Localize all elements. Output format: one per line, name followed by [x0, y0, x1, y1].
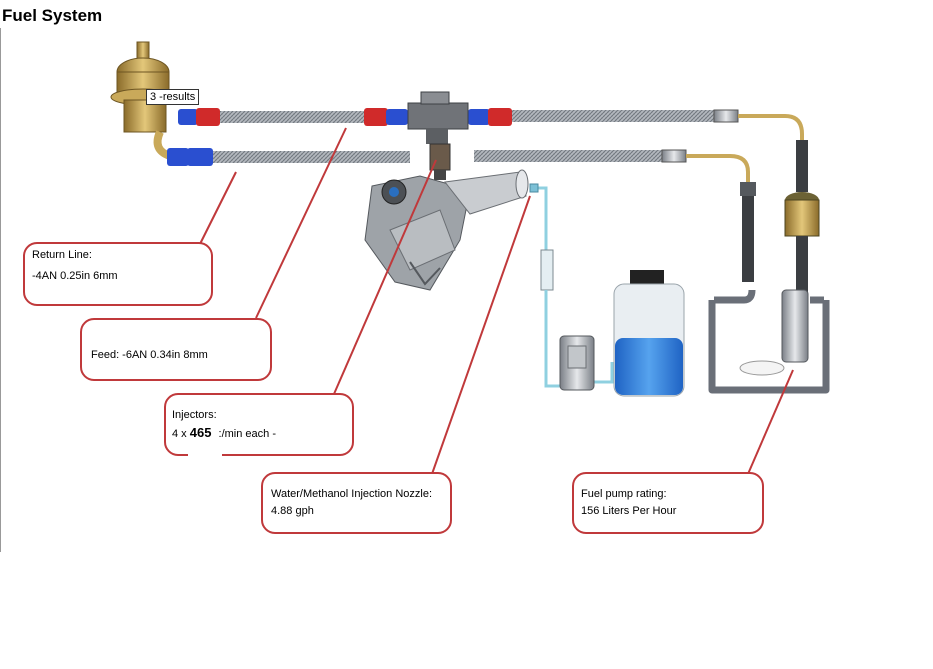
feed-hose: [178, 108, 804, 140]
leader-return-line: [199, 171, 237, 245]
water-meth-value: 4.88 gph: [271, 505, 314, 517]
results-tooltip: 3 -results: [146, 89, 200, 105]
leader-fuel-pump: [747, 369, 794, 475]
return-hose: [167, 148, 756, 282]
callout-water-methanol: Water/Methanol Injection Nozzle: 4.88 gp…: [261, 472, 452, 534]
water-methanol-system: [529, 183, 685, 397]
injectors-count: 465: [189, 425, 212, 440]
leader-water-meth: [431, 195, 531, 475]
injectors-suffix: :/min each -: [218, 428, 276, 440]
callout-gap: [188, 446, 222, 458]
page-title: Fuel System: [2, 6, 103, 25]
fuel-filter-and-pump: [708, 140, 830, 394]
injectors-prefix: 4 x: [172, 428, 187, 440]
callout-leaders: [199, 127, 794, 475]
feed-label: Feed: -6AN 0.34in 8mm: [91, 349, 208, 361]
injectors-value: 4 x 465 :/min each -: [172, 425, 276, 440]
callout-injectors: Injectors: 4 x 465 :/min each -: [164, 393, 354, 456]
frame-edge: [0, 28, 1, 552]
fuel-pump-label: Fuel pump rating:: [581, 488, 667, 500]
water-meth-label: Water/Methanol Injection Nozzle:: [271, 488, 432, 500]
return-line-value: -4AN 0.25in 6mm: [32, 270, 118, 282]
callout-feed: Feed: -6AN 0.34in 8mm: [80, 318, 272, 381]
fuel-injector: [429, 143, 451, 180]
leader-feed: [255, 127, 347, 319]
injectors-label: Injectors:: [172, 409, 217, 421]
callout-fuel-pump: Fuel pump rating: 156 Liters Per Hour: [572, 472, 764, 534]
fuel-rail-tee: [407, 91, 469, 144]
callout-return-line: Return Line: -4AN 0.25in 6mm: [23, 242, 213, 306]
fuel-pump-value: 156 Liters Per Hour: [581, 505, 677, 517]
leader-injectors: [333, 159, 437, 395]
return-line-label: Return Line:: [32, 249, 92, 261]
